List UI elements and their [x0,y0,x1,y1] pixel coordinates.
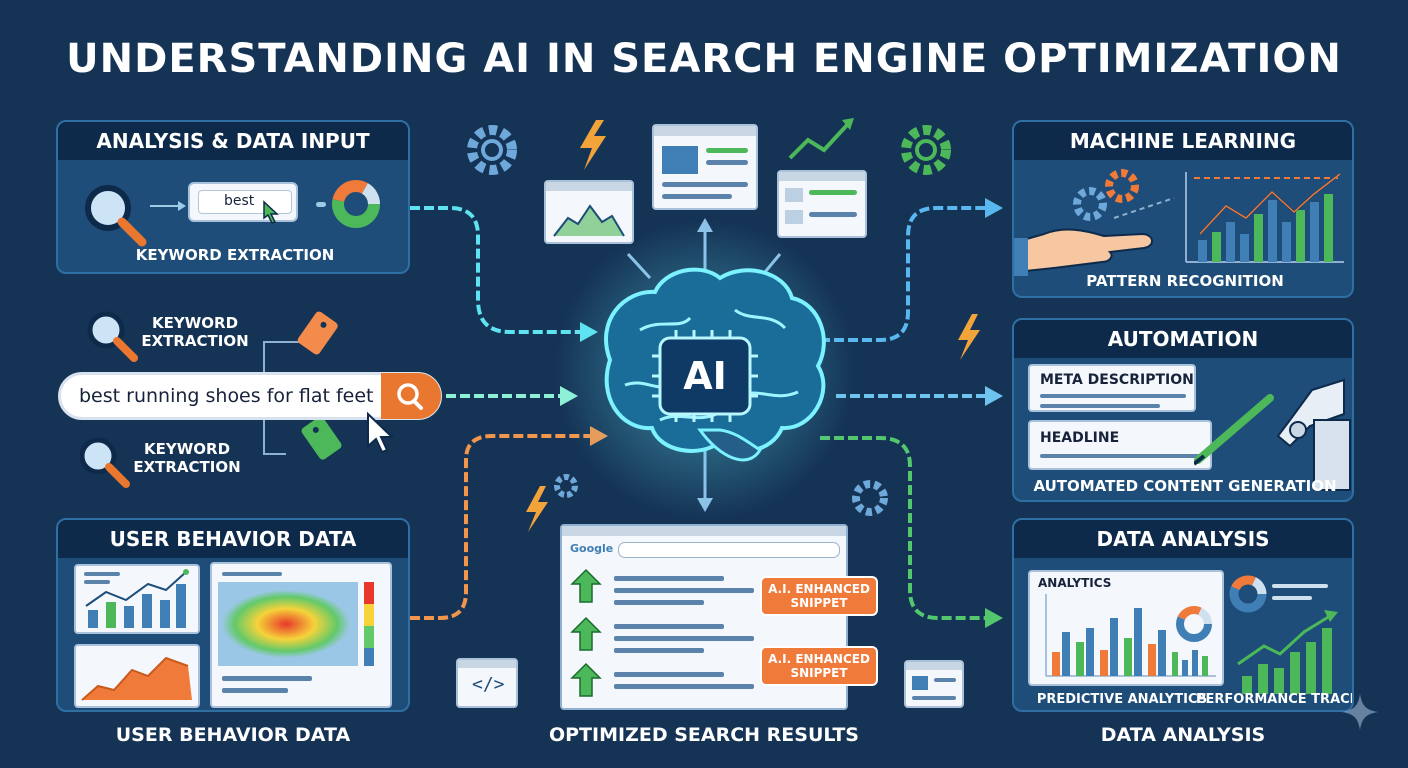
gear-icon-bottom-right [852,480,888,516]
page-title: UNDERSTANDING AI IN SEARCH ENGINE OPTIMI… [66,36,1342,82]
gear-icon-top-right [901,125,951,175]
connector-analysis-to-ai [410,206,580,334]
code-icon: </> [472,674,505,695]
window-icon-chart [544,180,634,244]
area-chart-card [74,644,200,708]
search-results-window: Google A.I. ENHANCED SNIPPET [560,524,878,710]
magnifier-icon-bottom [79,437,130,488]
arrow-data [985,608,1003,628]
data-analysis-panel: DATA ANALYSIS ANALYTICS [1012,518,1354,712]
automation-panel: AUTOMATION META DESCRIPTION HEADLINE AUT… [1012,318,1354,502]
search-engine-logo: Google [570,542,614,555]
heatmap-card [210,562,392,708]
search-icon [397,383,423,410]
predictive-analytics-label: PREDICTIVE ANALYTICS [1036,692,1208,707]
hand-cursor-icon [263,200,279,224]
lightning-icon-right [958,314,980,360]
search-query-text: best running shoes for flat feet [79,385,374,407]
user-behavior-caption: USER BEHAVIOR DATA [115,724,351,746]
connector-ai-to-ml [820,206,985,342]
user-behavior-panel: USER BEHAVIOR DATA [56,518,410,712]
meta-description-label: META DESCRIPTION [1040,372,1194,388]
performance-tracking-label: PERFORMANCE TRACKING [1196,692,1352,707]
window-icon-list [777,170,867,238]
data-analysis-caption: DATA ANALYSIS [1100,724,1266,746]
machine-learning-panel: MACHINE LEARNING [1012,120,1354,298]
connector-behavior-to-ai [410,434,590,620]
machine-learning-caption: PATTERN RECOGNITION [1086,272,1284,290]
donut-chart-icon [332,180,380,228]
open-hand-icon [1014,228,1153,276]
results-list-icon [570,568,754,697]
analysis-panel: ANALYSIS & DATA INPUT best KEYWORD EXTRA… [56,120,410,274]
window-icon-page [652,124,758,210]
gears-icon [1073,169,1139,221]
analysis-panel-heading: ANALYSIS & DATA INPUT [58,122,408,160]
automation-caption: AUTOMATED CONTENT GENERATION [1033,477,1337,495]
analytics-chart-icon [1045,594,1216,677]
performance-chart-icon [1229,575,1338,694]
gear-icon-top-left [467,125,517,175]
heatmap-icon [218,582,374,693]
arrow-right-icon [150,201,186,211]
ai-snippet-badge-2: A.I. ENHANCED SNIPPET [760,646,878,686]
user-behavior-panel-heading: USER BEHAVIOR DATA [58,520,408,558]
tag-connector-bottom [263,420,342,460]
lightning-icon-bottom [526,486,548,532]
keyword-label-top: KEYWORD EXTRACTION [141,314,249,350]
analytics-label: ANALYTICS [1038,576,1112,590]
data-analysis-heading: DATA ANALYSIS [1014,520,1352,558]
keyword-label-bottom: KEYWORD EXTRACTION [133,440,241,476]
code-window-icon: </> [456,658,518,708]
meta-description-field: META DESCRIPTION [1028,364,1196,412]
bar-chart-icon [85,569,189,628]
pen-icon [1194,394,1274,466]
arrow-ml [985,198,1003,218]
automation-heading: AUTOMATION [1014,320,1352,358]
keyword-input-card: best [188,182,298,222]
brain-icon [604,267,826,462]
growth-chart-icon [1185,172,1344,263]
page-window-icon [904,660,964,708]
arrow-automation [985,386,1003,406]
area-chart-icon [546,182,632,237]
analysis-panel-caption: KEYWORD EXTRACTION [135,246,335,264]
robot-arm-icon [1194,378,1351,491]
magnifier-icon [85,185,147,247]
sparkle-icon [1342,694,1378,730]
search-query-box[interactable]: best running shoes for flat feet [58,372,442,420]
trend-icon-top [788,122,850,160]
lightning-icon-top [580,120,606,170]
area-chart-orange-icon [81,656,192,701]
keyword-input-text: best [224,193,255,209]
bar-chart-card [74,564,200,634]
ai-chip-label: AI [683,354,727,398]
headline-field: HEADLINE [1028,420,1212,470]
search-results-caption: OPTIMIZED SEARCH RESULTS [548,724,859,746]
tag-connector-top [263,311,338,378]
machine-learning-illustration [1014,169,1344,276]
mouse-pointer-icon [367,412,395,454]
headline-label: HEADLINE [1040,430,1120,446]
magnifier-icon-top [87,311,138,362]
ai-snippet-badge-1: A.I. ENHANCED SNIPPET [760,576,878,616]
machine-learning-heading: MACHINE LEARNING [1014,122,1352,160]
search-button[interactable] [381,373,441,419]
analytics-card: ANALYTICS [1028,570,1224,686]
gear-icon-bottom-left [554,474,578,498]
connector-ai-to-data [820,436,985,620]
